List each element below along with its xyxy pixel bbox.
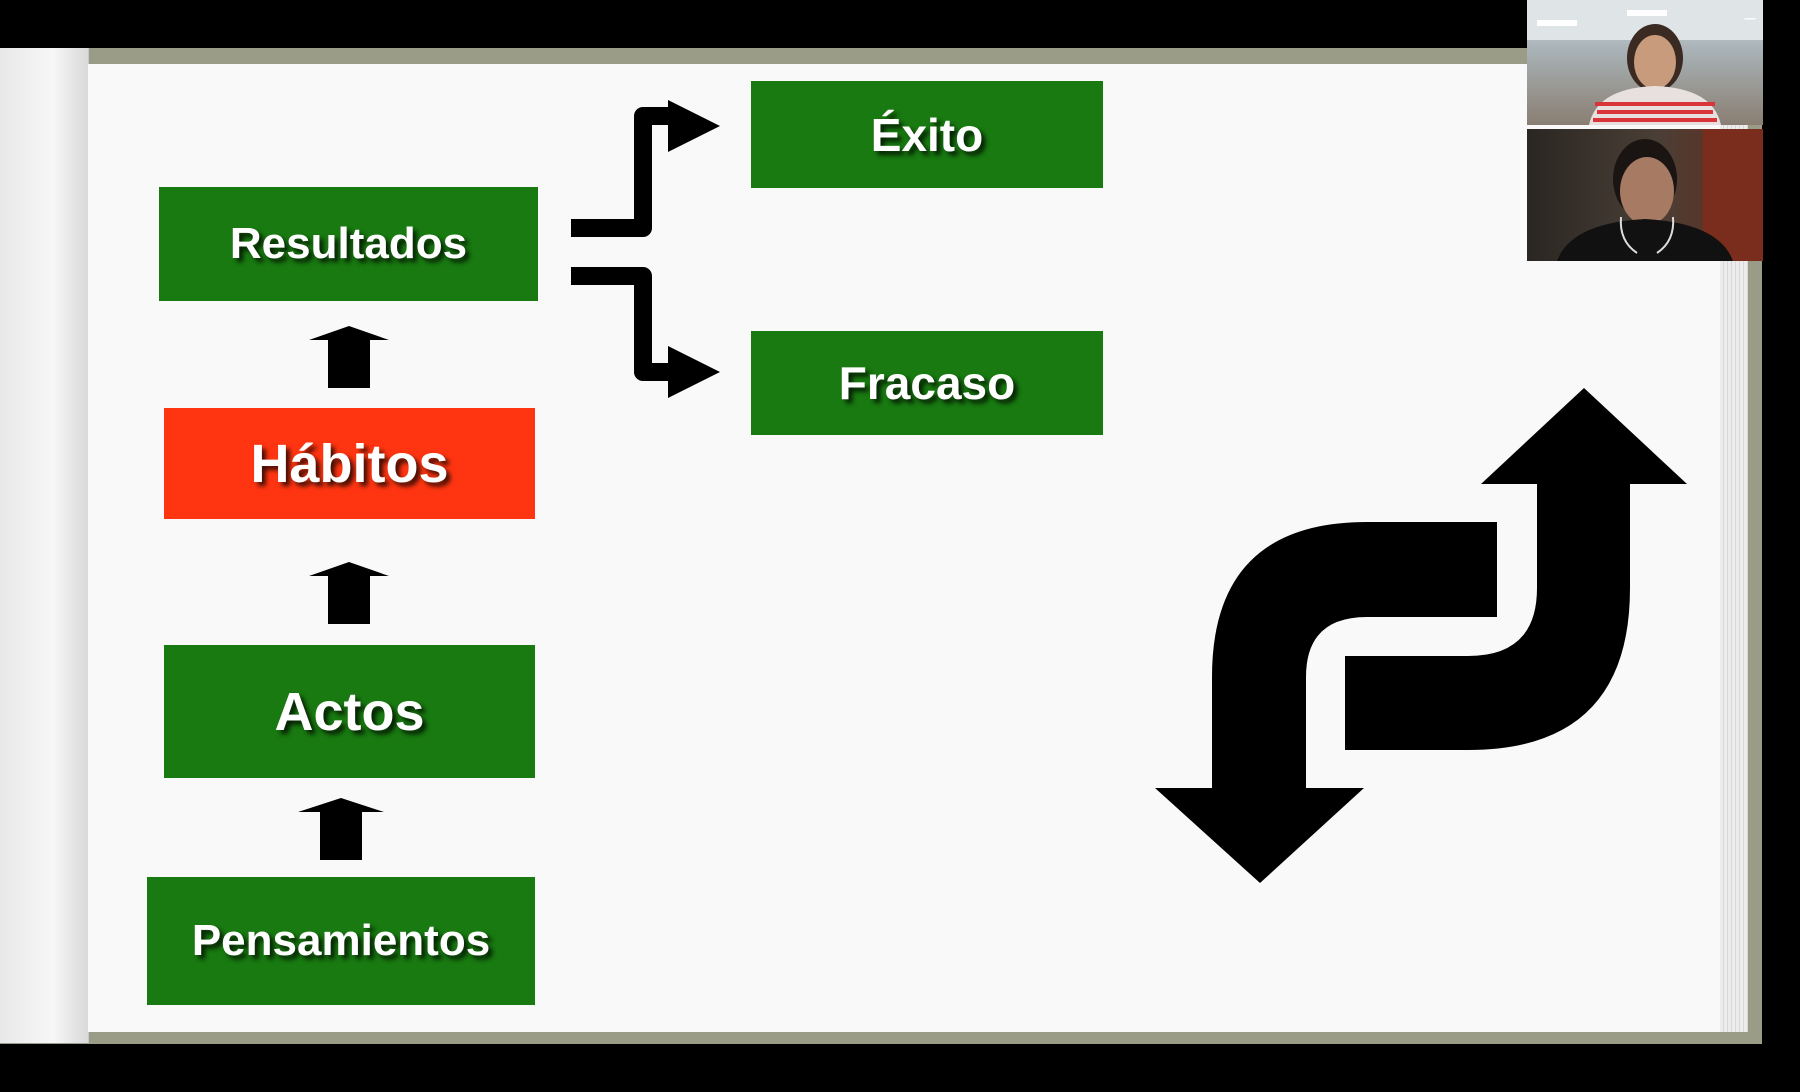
box-actos: Actos [164,645,535,778]
branch-arrow-exito-icon [571,100,720,237]
minimize-icon[interactable]: – [1744,7,1756,29]
box-fracaso: Fracaso [751,331,1103,435]
arrow-up-2-icon [309,562,389,624]
box-exito: Éxito [751,81,1103,188]
arrow-up-1-icon [309,326,389,388]
box-resultados: Resultados [159,187,538,301]
box-pensamientos: Pensamientos [147,877,535,1005]
participant-video-man[interactable] [1527,129,1763,261]
arrow-up-3-icon [298,798,384,860]
box-habitos: Hábitos [164,408,535,519]
swap-arrows-icon [1155,388,1687,883]
book-spine [0,48,89,1043]
branch-arrow-fracaso-icon [571,267,720,398]
participant-video-woman[interactable] [1527,0,1763,125]
